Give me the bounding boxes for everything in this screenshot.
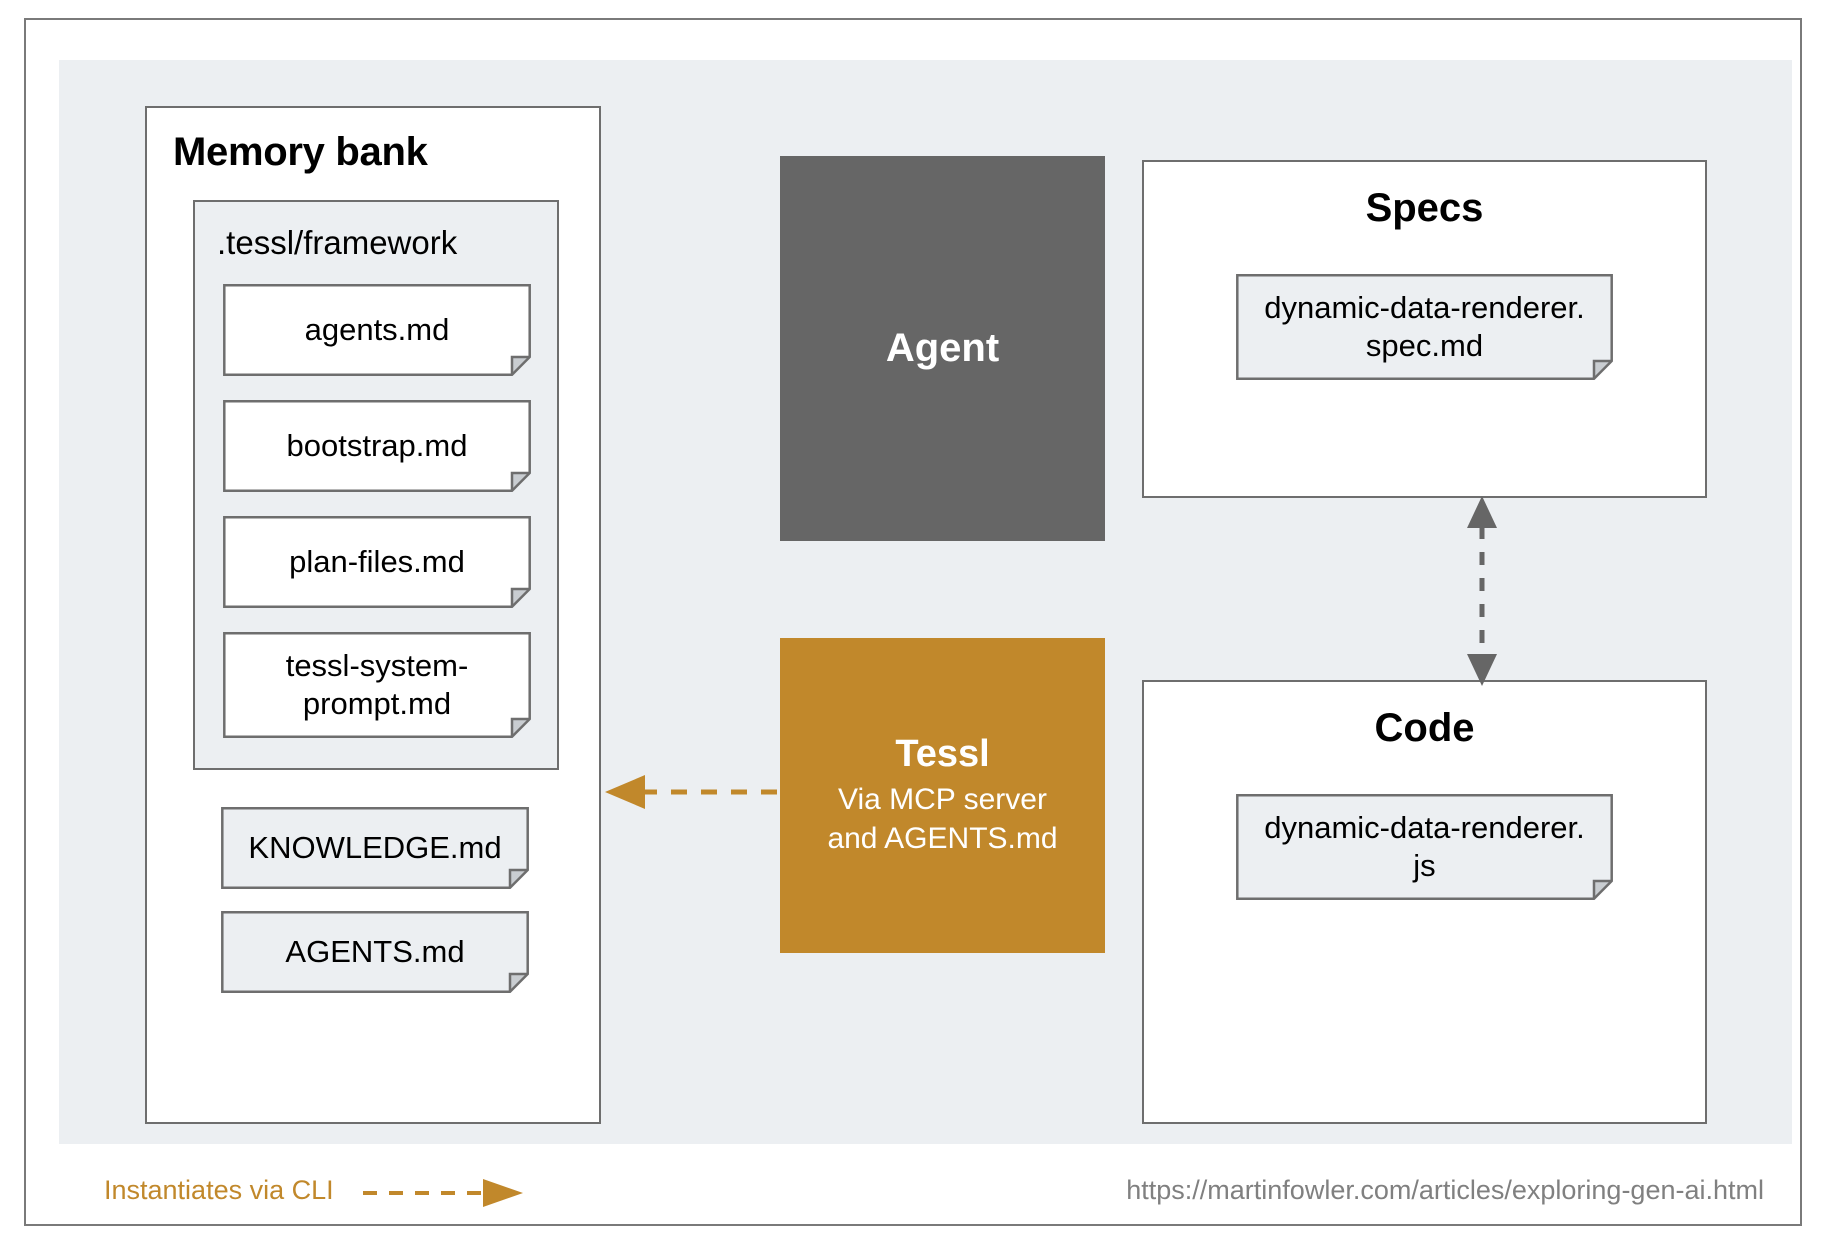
diagram-stage: Memory bank .tessl/framework agents.md	[59, 60, 1792, 1144]
note-shape-icon	[1236, 274, 1613, 380]
source-url: https://martinfowler.com/articles/explor…	[1126, 1175, 1764, 1205]
file-card-spec-md[interactable]: dynamic-data-renderer.spec.md	[1236, 274, 1613, 380]
file-card-tessl-system-prompt-md[interactable]: tessl-system-prompt.md	[223, 632, 531, 738]
note-shape-icon	[221, 911, 529, 993]
note-shape-icon	[223, 400, 531, 492]
file-card-renderer-js[interactable]: dynamic-data-renderer.js	[1236, 794, 1613, 900]
file-card-label: dynamic-data-renderer.spec.md	[1250, 289, 1599, 365]
specs-code-bidirectional-arrow-icon	[1467, 496, 1497, 686]
tessl-framework-label: .tessl/framework	[217, 224, 458, 261]
file-card-label: bootstrap.md	[286, 428, 468, 464]
dashed-arrow-right-icon	[363, 1179, 523, 1207]
file-card-label: KNOWLEDGE.md	[248, 830, 502, 866]
note-shape-icon	[223, 632, 531, 738]
file-card-label: agents.md	[304, 312, 450, 348]
file-card-knowledge-md[interactable]: KNOWLEDGE.md	[221, 807, 529, 889]
file-card-label: plan-files.md	[289, 544, 465, 580]
tessl-block[interactable]: Tessl Via MCP server and AGENTS.md	[780, 638, 1105, 953]
code-title: Code	[1374, 706, 1475, 750]
file-card-label: tessl-system-prompt.md	[285, 648, 469, 721]
file-card-label-line2: js	[1413, 848, 1436, 883]
tessl-title: Tessl	[895, 733, 990, 775]
specs-title: Specs	[1365, 186, 1484, 230]
diagram-frame: Memory bank .tessl/framework agents.md	[24, 18, 1802, 1226]
file-card-label-line1: dynamic-data-renderer.	[1264, 290, 1585, 326]
memory-bank-panel: Memory bank .tessl/framework agents.md	[145, 106, 601, 1124]
tessl-to-memory-bank-arrow-icon	[605, 775, 785, 809]
file-card-label: dynamic-data-renderer.js	[1250, 809, 1599, 885]
tessl-framework-panel: .tessl/framework agents.md	[193, 200, 559, 770]
file-card-label-line1: dynamic-data-renderer.	[1264, 810, 1585, 846]
agent-label: Agent	[885, 326, 1000, 370]
note-shape-icon	[221, 807, 529, 889]
tessl-subtitle: Via MCP server and AGENTS.md	[827, 780, 1057, 858]
file-card-bootstrap-md[interactable]: bootstrap.md	[223, 400, 531, 492]
note-shape-icon	[223, 284, 531, 376]
code-panel: Code dynamic-data-renderer.js	[1142, 680, 1707, 1124]
file-card-agents-root-md[interactable]: AGENTS.md	[221, 911, 529, 993]
specs-panel: Specs dynamic-data-renderer.spec.md	[1142, 160, 1707, 498]
legend-label: Instantiates via CLI	[104, 1175, 334, 1205]
file-card-label: AGENTS.md	[285, 934, 465, 970]
file-card-label-line2: spec.md	[1365, 328, 1484, 363]
tessl-subtitle-line2: and AGENTS.md	[827, 822, 1058, 855]
file-card-plan-files-md[interactable]: plan-files.md	[223, 516, 531, 608]
tessl-subtitle-line1: Via MCP server	[838, 783, 1047, 816]
memory-bank-title: Memory bank	[173, 130, 428, 174]
note-shape-icon	[223, 516, 531, 608]
file-card-agents-md[interactable]: agents.md	[223, 284, 531, 376]
agent-block[interactable]: Agent	[780, 156, 1105, 541]
note-shape-icon	[1236, 794, 1613, 900]
